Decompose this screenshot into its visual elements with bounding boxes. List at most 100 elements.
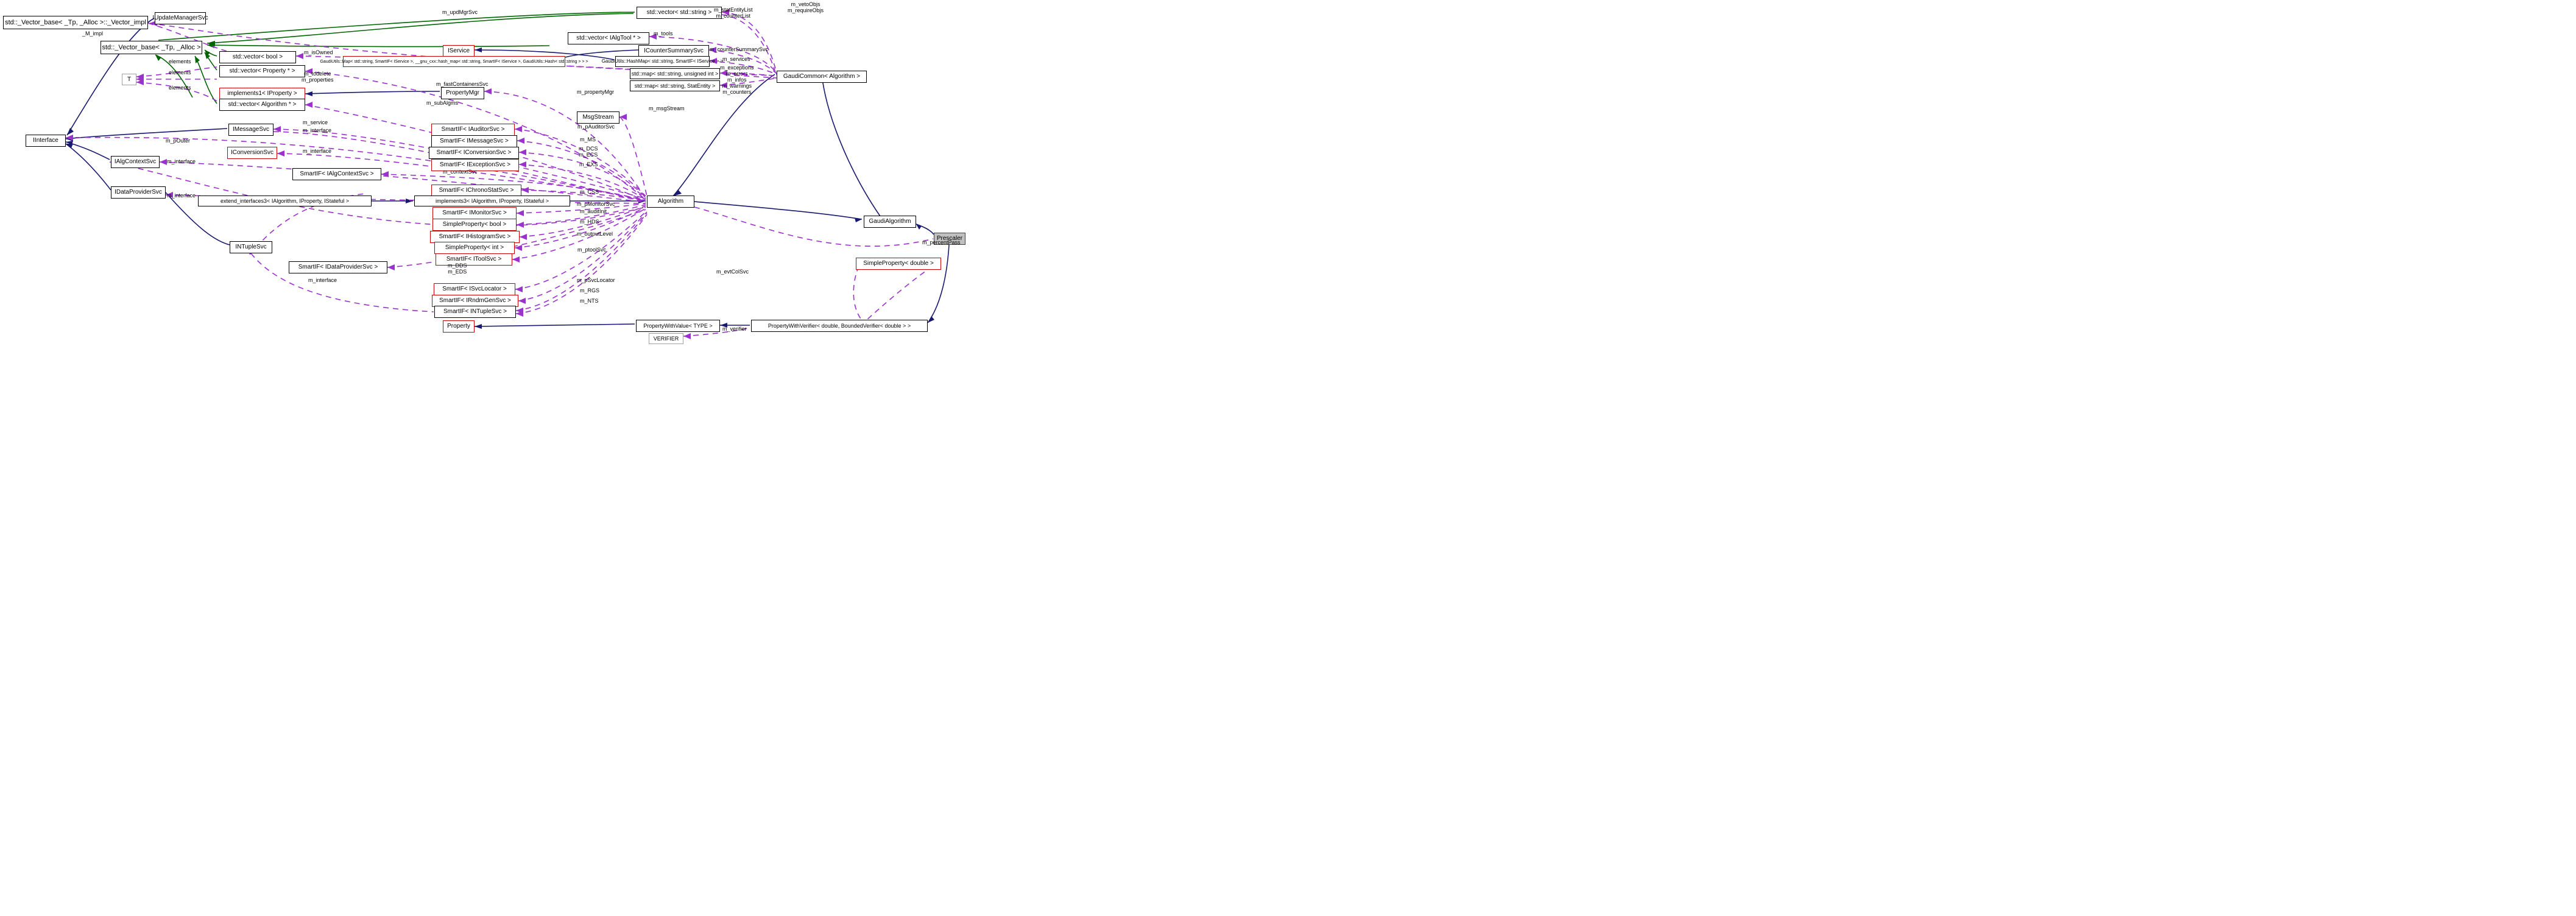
class-node[interactable]: T — [122, 74, 136, 85]
edge-label: m_MS — [580, 136, 596, 143]
edge-label: m_tools — [654, 30, 673, 37]
edge-label: m_auditInit — [580, 208, 607, 214]
edge-label: m_service — [303, 119, 328, 125]
class-node[interactable]: PropertyWithValue< TYPE > — [636, 320, 720, 332]
edge-label: m_propertyMgr — [577, 89, 615, 95]
class-node-label: GaudiUtils::HashMap< std::string, SmartI… — [601, 58, 724, 64]
class-node[interactable]: std::_Vector_base< _Tp, _Alloc >::_Vecto… — [3, 16, 148, 29]
edge-label: m_counterSummarySvc — [710, 46, 769, 52]
class-node-label: SimpleProperty< double > — [863, 260, 934, 267]
class-node[interactable]: std::map< std::string, StatEntity > — [630, 80, 720, 91]
class-node-label: std::map< std::string, StatEntity > — [634, 82, 716, 89]
class-node-label: Algorithm — [657, 198, 684, 205]
class-node[interactable]: PropertyMgr — [441, 87, 484, 99]
class-node[interactable]: INTupleSvc — [230, 241, 272, 253]
class-node[interactable]: std::vector< std::string > — [637, 7, 722, 19]
class-node[interactable]: std::map< std::string, unsigned int > — [630, 68, 720, 79]
class-node-label: INTupleSvc — [235, 244, 267, 250]
class-node-label: SmartIF< IMonitorSvc > — [442, 210, 507, 216]
class-node[interactable]: SimpleProperty< bool > — [432, 219, 517, 231]
class-node[interactable]: implements1< IProperty > — [219, 88, 305, 100]
edge-label: m_msgStream — [649, 105, 685, 111]
class-node[interactable]: SmartIF< IMessageSvc > — [431, 135, 517, 147]
class-node-label: SmartIF< IRndmGenSvc > — [439, 297, 511, 304]
class-node[interactable]: IUpdateManagerSvc — [152, 12, 208, 24]
edge-label: elements — [169, 69, 191, 76]
class-node[interactable]: std::vector< Property * > — [219, 65, 305, 77]
edge-label: m_pOuter — [166, 138, 191, 144]
class-node-label: std::map< std::string, unsigned int > — [631, 70, 719, 77]
class-node[interactable]: MsgStream — [577, 111, 619, 124]
class-node[interactable]: IDataProviderSvc — [111, 186, 166, 199]
edge-label: m_contextSvc — [443, 169, 478, 175]
class-node[interactable]: SmartIF< IToolSvc > — [436, 253, 512, 266]
class-node[interactable]: PropertyWithVerifier< double, BoundedVer… — [751, 320, 928, 332]
class-node-label: SmartIF< IExceptionSvc > — [439, 161, 511, 168]
class-node[interactable]: SmartIF< IConversionSvc > — [429, 147, 519, 159]
class-node[interactable]: IConversionSvc — [227, 147, 277, 159]
class-node[interactable]: Property — [443, 320, 475, 333]
class-node[interactable]: SmartIF< IHistogramSvc > — [430, 231, 520, 243]
class-node-label: std::_Vector_base< _Tp, _Alloc >::_Vecto… — [5, 18, 146, 26]
class-node[interactable]: SimpleProperty< double > — [856, 258, 941, 270]
edge-label: m_services — [722, 56, 750, 62]
class-node[interactable]: IService — [443, 45, 475, 57]
class-node[interactable]: VERIFIER — [649, 333, 683, 344]
edge-label: m_ptoolSvc — [577, 247, 607, 253]
edge-label: elements — [169, 58, 191, 65]
class-node[interactable]: GaudiAlgorithm — [864, 216, 916, 228]
class-node-label: SmartIF< IAuditorSvc > — [441, 126, 505, 133]
class-node-label: implements3< IAlgorithm, IProperty, ISta… — [436, 197, 549, 204]
class-node[interactable]: ICounterSummarySvc — [638, 45, 709, 57]
class-node[interactable]: GaudiUtils::Map< std::string, SmartIF< I… — [320, 56, 588, 67]
class-node[interactable]: SmartIF< IAlgContextSvc > — [292, 168, 381, 180]
class-node[interactable]: SmartIF< ISvcLocator > — [434, 283, 515, 295]
class-node[interactable]: implements3< IAlgorithm, IProperty, ISta… — [414, 196, 570, 206]
edge-label: m_verifier — [722, 326, 747, 332]
class-node-label: SmartIF< INTupleSvc > — [443, 308, 507, 315]
class-node[interactable]: SmartIF< IAuditorSvc > — [431, 124, 515, 136]
class-node[interactable]: IAlgContextSvc — [111, 156, 160, 168]
class-node[interactable]: std::vector< bool > — [219, 51, 296, 63]
class-node-label: std::_Vector_base< _Tp, _Alloc > — [102, 43, 201, 51]
class-node[interactable]: Algorithm — [647, 196, 694, 208]
class-node-label: SimpleProperty< int > — [445, 244, 504, 251]
edge-label: m_fastContainersSvc — [436, 81, 489, 87]
edge-label: _M_impl — [82, 30, 104, 37]
class-node[interactable]: extend_interfaces3< IAlgorithm, IPropert… — [198, 196, 372, 206]
class-node-label: IDataProviderSvc — [115, 189, 162, 196]
class-node-label: SmartIF< IDataProviderSvc > — [298, 264, 378, 270]
class-node[interactable]: SmartIF< IExceptionSvc > — [431, 159, 519, 171]
class-node-label: PropertyMgr — [445, 90, 479, 96]
class-node-label: IUpdateManagerSvc — [152, 15, 208, 21]
class-node[interactable]: std::vector< IAlgTool * > — [568, 32, 649, 44]
class-node[interactable]: std::vector< Algorithm * > — [219, 99, 305, 111]
class-node-label: SmartIF< IMessageSvc > — [440, 138, 509, 144]
class-node[interactable]: SmartIF< IMonitorSvc > — [432, 207, 517, 219]
class-node-label: IInterface — [33, 137, 58, 144]
class-node[interactable]: SmartIF< IRndmGenSvc > — [432, 295, 518, 307]
edge-label: m_RGS — [580, 287, 600, 294]
class-node[interactable]: SmartIF< IChronoStatSvc > — [431, 185, 521, 197]
class-node[interactable]: GaudiCommon< Algorithm > — [777, 71, 867, 83]
class-node[interactable]: Prescaler — [934, 233, 965, 245]
class-node[interactable]: IInterface — [26, 135, 66, 147]
class-node[interactable]: IMessageSvc — [228, 124, 273, 136]
edge-label: elements — [169, 85, 191, 91]
class-node[interactable]: SmartIF< IDataProviderSvc > — [289, 261, 387, 273]
edge-label: m_pAuditorSvc — [577, 124, 615, 130]
class-node[interactable]: GaudiUtils::HashMap< std::string, SmartI… — [602, 56, 723, 67]
class-node-label: IMessageSvc — [232, 126, 270, 133]
class-node[interactable]: SmartIF< INTupleSvc > — [434, 306, 516, 318]
class-node-label: SimpleProperty< bool > — [442, 221, 507, 228]
class-node-label: GaudiUtils::Map< std::string, SmartIF< I… — [320, 59, 588, 64]
class-node[interactable]: SimpleProperty< int > — [434, 242, 515, 254]
class-node[interactable]: std::_Vector_base< _Tp, _Alloc > — [101, 41, 202, 54]
